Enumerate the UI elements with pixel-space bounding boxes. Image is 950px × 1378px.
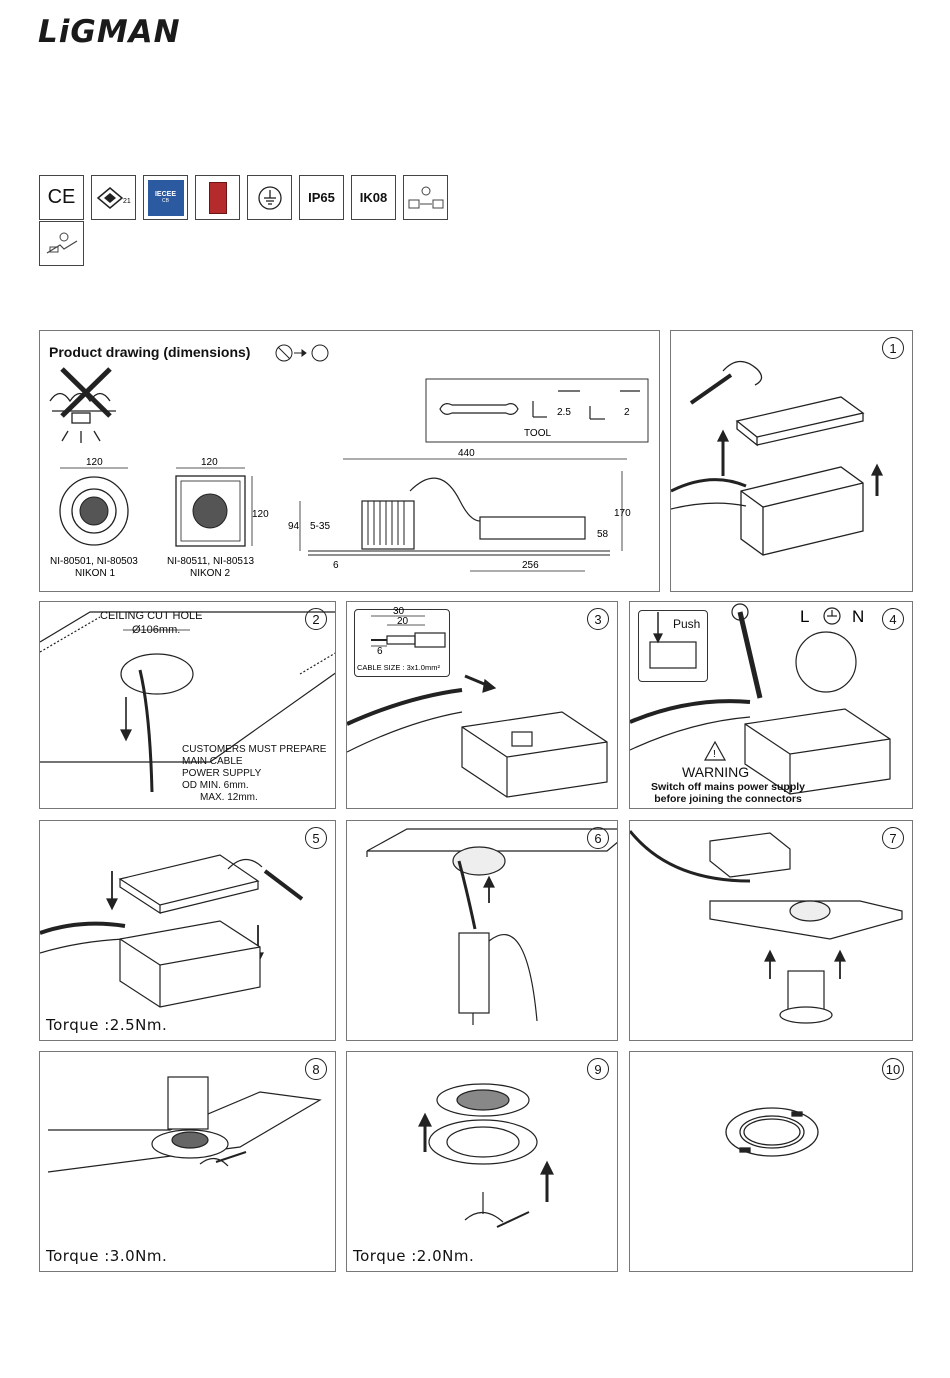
ce-mark-icon: CE: [39, 175, 84, 220]
earth-ground-icon: [247, 175, 292, 220]
svg-text:L: L: [800, 607, 809, 626]
k21-mark-icon: 21: [91, 175, 136, 220]
step-1-panel: 1: [670, 330, 913, 592]
svg-text:58: 58: [597, 529, 609, 540]
svg-text:2: 2: [624, 407, 630, 418]
svg-text:256: 256: [522, 560, 539, 571]
step-1-illustration: [671, 360, 884, 556]
step-10-panel: 10: [629, 1051, 913, 1272]
warning-title: WARNING: [682, 764, 750, 780]
svg-text:!: !: [713, 749, 716, 760]
step-9-illustration: [418, 1083, 554, 1228]
step-number: 7: [882, 827, 904, 849]
step-5-illustration: [40, 854, 304, 1008]
svg-text:6: 6: [333, 560, 339, 571]
driver-connection-icon: [403, 175, 448, 220]
step-4-panel: 4 Push ! L N WARNING Switch off mains po…: [629, 601, 913, 809]
svg-text:5-35: 5-35: [310, 521, 330, 532]
product-drawing-title: Product drawing (dimensions): [49, 344, 251, 360]
cable-requirements: CUSTOMERS MUST PREPARE MAIN CABLE POWER …: [182, 744, 327, 803]
step-number: 9: [587, 1058, 609, 1080]
ik-rating-badge: IK08: [351, 175, 396, 220]
svg-text:TOOL: TOOL: [524, 428, 551, 439]
ceiling-cut-heading: CEILING CUT HOLE: [100, 610, 203, 622]
step-2-panel: 2 CEILING CUT HOLE Ø106mm. CUSTOMERS MUS…: [39, 601, 336, 809]
ip-rating-badge: IP65: [299, 175, 344, 220]
step-number: 4: [882, 608, 904, 630]
svg-text:30: 30: [393, 606, 405, 617]
step-5-panel: 5 Torque :2.5Nm.: [39, 820, 336, 1041]
step-8-illustration: [47, 1076, 322, 1173]
svg-text:NI-80511, NI-80513: NI-80511, NI-80513: [167, 556, 255, 567]
svg-text:6: 6: [377, 646, 383, 657]
step-number: 5: [305, 827, 327, 849]
step-number: 10: [882, 1058, 904, 1080]
intertek-mark-icon: [195, 175, 240, 220]
step-10-illustration: [725, 1107, 819, 1157]
warning-message: Switch off mains power supply before joi…: [650, 781, 806, 805]
step-3-panel: 3 30 20 6 CABLE SIZE : 3x1.0mm²: [346, 601, 618, 809]
svg-text:440: 440: [458, 448, 475, 459]
step-number: 8: [305, 1058, 327, 1080]
svg-text:120: 120: [201, 457, 218, 468]
strip-length-inset: [354, 609, 450, 677]
svg-text:CABLE SIZE : 3x1.0mm²: CABLE SIZE : 3x1.0mm²: [357, 663, 440, 672]
svg-text:NIKON 1: NIKON 1: [75, 568, 115, 579]
hole-diameter: Ø106mm.: [132, 624, 181, 636]
svg-text:NIKON 2: NIKON 2: [190, 568, 230, 579]
step-7-illustration: [630, 830, 903, 1024]
push-connector-inset: Push: [638, 610, 708, 682]
iecee-cb-scheme-icon: IECEE CB: [143, 175, 188, 220]
svg-text:20: 20: [397, 616, 409, 627]
torque-label: Torque :2.5Nm.: [46, 1016, 168, 1034]
torque-label: Torque :2.0Nm.: [353, 1247, 475, 1265]
step-9-panel: 9 Torque :2.0Nm.: [346, 1051, 618, 1272]
step-number: 1: [882, 337, 904, 359]
step-number: 3: [587, 608, 609, 630]
step-3-illustration: 30 20 6 CABLE SIZE : 3x1.0mm²: [347, 606, 608, 798]
step-2-illustration: [40, 611, 335, 793]
cable-connection-icon: [39, 221, 84, 266]
svg-text:N: N: [852, 607, 864, 626]
step-4-illustration: ! L N: [630, 603, 891, 795]
step-number: 6: [587, 827, 609, 849]
svg-text:NI-80501, NI-80503: NI-80501, NI-80503: [50, 556, 138, 567]
step-6-panel: 6: [346, 820, 618, 1041]
step-number: 2: [305, 608, 327, 630]
svg-text:94: 94: [288, 521, 300, 532]
torque-label: Torque :3.0Nm.: [46, 1247, 168, 1265]
step-7-panel: 7: [629, 820, 913, 1041]
product-drawing-diagram: 2.5 2 TOOL 120 NI-80501, NI-80503 NIKON …: [49, 344, 649, 579]
step-8-panel: 8 Torque :3.0Nm.: [39, 1051, 336, 1272]
product-drawing-panel: Product drawing (dimensions): [39, 330, 660, 592]
brand-logo: LiGMAN: [38, 14, 181, 50]
svg-text:2.5: 2.5: [557, 407, 571, 418]
step-6-illustration: [366, 828, 617, 1025]
svg-text:21: 21: [123, 198, 131, 205]
svg-text:120: 120: [252, 509, 269, 520]
svg-text:120: 120: [86, 457, 103, 468]
svg-text:170: 170: [614, 508, 631, 519]
